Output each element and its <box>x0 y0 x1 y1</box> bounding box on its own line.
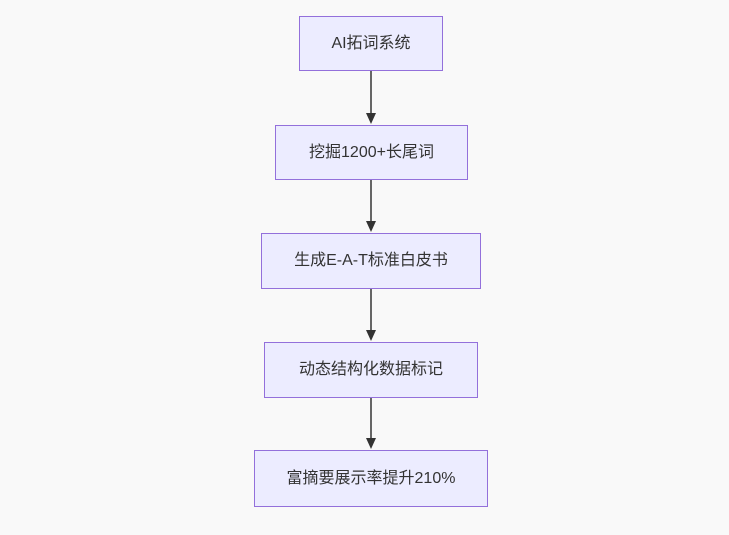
flow-node-generate-eat-whitepaper: 生成E-A-T标准白皮书 <box>261 233 481 289</box>
flow-node-label: AI拓词系统 <box>331 34 411 52</box>
edge-arrow-n2-n3 <box>366 180 376 232</box>
flow-node-label: 富摘要展示率提升210% <box>286 469 456 487</box>
edge-arrow-n3-n4 <box>366 289 376 341</box>
flow-node-mine-longtail-keywords: 挖掘1200+长尾词 <box>275 125 468 180</box>
flow-node-label: 挖掘1200+长尾词 <box>309 143 434 161</box>
flow-node-dynamic-structured-data-markup: 动态结构化数据标记 <box>264 342 478 398</box>
flow-node-label: 生成E-A-T标准白皮书 <box>294 252 448 270</box>
flow-node-ai-word-expansion-system: AI拓词系统 <box>299 16 443 71</box>
edge-arrow-n1-n2 <box>366 71 376 124</box>
flow-node-label: 动态结构化数据标记 <box>298 361 443 379</box>
flow-node-rich-snippet-rate-increase: 富摘要展示率提升210% <box>254 450 488 507</box>
edge-arrow-n4-n5 <box>366 398 376 449</box>
